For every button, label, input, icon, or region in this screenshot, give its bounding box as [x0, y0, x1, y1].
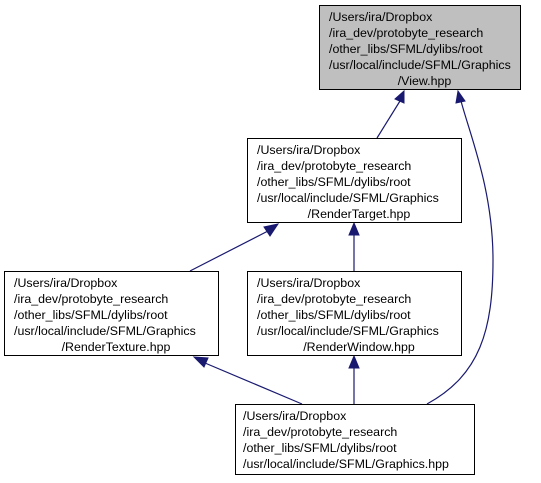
node-line: /Users/ira/Dropbox	[257, 143, 361, 157]
node-view-hpp: /Users/ira/Dropbox /ira_dev/protobyte_re…	[319, 5, 521, 90]
node-filename: /RenderWindow.hpp	[303, 340, 415, 354]
node-line: /usr/local/include/SFML/Graphics	[257, 324, 439, 338]
node-line: /other_libs/SFML/dylibs/root	[243, 441, 397, 455]
node-line: /Users/ira/Dropbox	[243, 409, 347, 423]
arrowhead-renderwindow-to-rendertarget	[348, 221, 360, 236]
edge-graphics-to-rendertexture	[204, 362, 303, 405]
node-line: /other_libs/SFML/dylibs/root	[329, 42, 483, 56]
node-line: /ira_dev/protobyte_research	[257, 292, 412, 306]
node-line: /usr/local/include/SFML/Graphics	[14, 324, 196, 338]
node-line: /other_libs/SFML/dylibs/root	[257, 308, 411, 322]
node-line: /ira_dev/protobyte_research	[329, 26, 484, 40]
node-line: /ira_dev/protobyte_research	[14, 292, 169, 306]
edge-rendertarget-to-view	[376, 100, 401, 139]
arrowhead-graphics-to-rendertexture	[192, 356, 209, 368]
arrowhead-graphics-to-renderwindow	[348, 354, 360, 369]
edge-graphics-to-view	[426, 100, 494, 405]
node-line: /other_libs/SFML/dylibs/root	[257, 175, 411, 189]
node-graphics-hpp[interactable]: /Users/ira/Dropbox /ira_dev/protobyte_re…	[235, 404, 475, 475]
arrowhead-graphics-to-view	[455, 89, 466, 104]
node-line: /ira_dev/protobyte_research	[243, 425, 398, 439]
arrowhead-rendertarget-to-view	[394, 89, 405, 104]
node-filename: /View.hpp	[397, 74, 452, 88]
arrowhead-rendertexture-to-rendertarget	[263, 223, 280, 237]
node-line: /ira_dev/protobyte_research	[257, 159, 412, 173]
node-renderwindow-hpp[interactable]: /Users/ira/Dropbox /ira_dev/protobyte_re…	[247, 271, 462, 356]
node-line: /usr/local/include/SFML/Graphics	[257, 191, 439, 205]
node-rendertarget-hpp[interactable]: /Users/ira/Dropbox /ira_dev/protobyte_re…	[247, 138, 462, 223]
edge-rendertexture-to-rendertarget	[189, 230, 269, 272]
node-filename: /RenderTexture.hpp	[61, 340, 171, 354]
node-filename: /usr/local/include/SFML/Graphics.hpp	[243, 457, 449, 471]
node-line: /usr/local/include/SFML/Graphics	[329, 58, 511, 72]
node-line: /Users/ira/Dropbox	[329, 10, 433, 24]
node-rendertexture-hpp[interactable]: /Users/ira/Dropbox /ira_dev/protobyte_re…	[4, 271, 219, 356]
node-line: /other_libs/SFML/dylibs/root	[14, 308, 168, 322]
node-line: /Users/ira/Dropbox	[14, 276, 118, 290]
node-filename: /RenderTarget.hpp	[307, 207, 411, 221]
node-line: /Users/ira/Dropbox	[257, 276, 361, 290]
